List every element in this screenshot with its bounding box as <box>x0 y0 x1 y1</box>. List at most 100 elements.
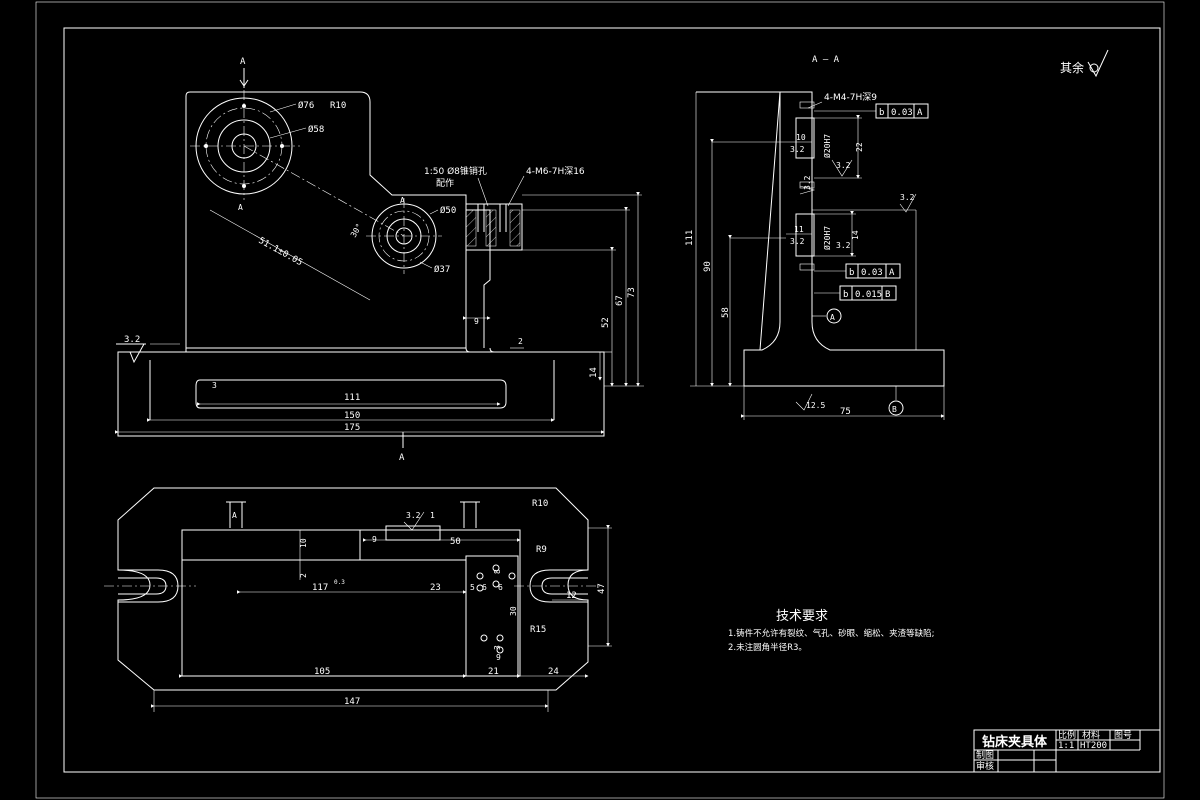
rough-s4: 3.2 <box>790 237 805 246</box>
outer-frame <box>35 1 1165 799</box>
dim-top-47: 47 <box>597 583 607 594</box>
svg-text:A: A <box>889 268 895 278</box>
dim-top-9b: 9 <box>496 653 501 662</box>
svg-text:A: A <box>917 108 923 118</box>
tech-line-1: 1.铸件不允许有裂纹、气孔、砂眼、缩松、夹渣等缺陷; <box>728 628 934 639</box>
dim-section-75: 75 <box>840 407 851 417</box>
dim-top-23: 23 <box>430 583 441 593</box>
dim-front-111: 111 <box>344 393 360 403</box>
dim-front-150: 150 <box>344 411 360 421</box>
tb-drawing-h: 图号 <box>1114 730 1132 741</box>
rough-section-125: 12.5 <box>806 401 825 410</box>
datum-b: B <box>892 405 897 414</box>
technical-requirements: 技术要求 1.铸件不允许有裂纹、气孔、砂眼、缩松、夹渣等缺陷; 2.未注圆角半径… <box>728 609 934 653</box>
dim-top-30: 30 <box>509 606 518 616</box>
dim-section-11: 11 <box>794 225 804 234</box>
svg-text:b: b <box>879 108 884 118</box>
datum-a: A <box>830 313 835 322</box>
front-view: A A 51.1±0.05 <box>115 57 644 463</box>
top-view: R10 R9 R15 10 2 9 50 3.2 1 A 117 0.3 23 … <box>104 487 612 712</box>
svg-text:0.03: 0.03 <box>861 268 883 278</box>
dim-section-90: 90 <box>703 261 713 272</box>
svg-text:3.2: 3.2 <box>900 193 915 202</box>
dim-section-22: 22 <box>855 142 864 152</box>
tolerance-frame-2: b 0.03 A <box>814 263 901 279</box>
note-taper-pin-2: 配作 <box>436 177 454 189</box>
dim-top-10: 10 <box>299 538 308 548</box>
dim-section-58: 58 <box>721 307 731 318</box>
dim-top-24: 24 <box>548 667 559 677</box>
note-taper-pin: 1:50 Ø8锥销孔 <box>424 165 487 177</box>
tb-scale: 1:1 <box>1058 741 1074 751</box>
dim-top-9: 9 <box>372 535 377 544</box>
dim-top-2: 2 <box>299 573 308 578</box>
dim-top-147: 147 <box>344 697 360 707</box>
dim-front-3: 3 <box>212 381 217 390</box>
dim-front-14: 14 <box>589 367 599 378</box>
rough-s3: 3.2 <box>803 175 812 190</box>
rough-s2: 3.2 <box>836 161 851 170</box>
svg-text:其余: 其余 <box>1060 60 1084 75</box>
dim-top-6a: 6 <box>482 583 487 592</box>
dim-angle: 30° <box>349 222 364 239</box>
dim-top-12: 12 <box>566 591 577 601</box>
svg-text:B: B <box>885 290 890 300</box>
svg-text:b: b <box>843 290 848 300</box>
rough-top-v: 1 <box>430 511 435 520</box>
dim-top-21: 21 <box>488 667 499 677</box>
tech-line-2: 2.未注圆角半径R3。 <box>728 642 807 653</box>
dim-front-9: 9 <box>474 317 479 326</box>
dim-front-175: 175 <box>344 423 360 433</box>
tb-title: 钻床夹具体 <box>982 734 1048 750</box>
dim-r10: R10 <box>330 101 346 111</box>
title-block: 钻床夹具体 比例 材料 图号 1:1 HT200 制图 审核 <box>973 729 1161 773</box>
dim-front-52: 52 <box>601 317 611 328</box>
svg-text:b: b <box>849 268 854 278</box>
dim-top-117-tol: 0.3 <box>334 579 345 586</box>
dim-section-10: 10 <box>796 133 806 142</box>
tolerance-frame-3: b 0.015 B <box>814 285 897 301</box>
section-arrow-label-bottom: A <box>399 453 405 463</box>
dim-front-67: 67 <box>615 295 625 306</box>
sec-a-top: A <box>232 511 237 520</box>
dim-top-5: 5 <box>470 583 475 592</box>
tb-material: HT200 <box>1080 741 1107 751</box>
dim-front-73: 73 <box>627 287 637 298</box>
rough-s5: 3.2 <box>836 241 851 250</box>
dim-top-3: 3 <box>493 645 502 650</box>
note-thread-front: 4-M6-7H深16 <box>526 166 585 177</box>
svg-text:A: A <box>400 196 405 205</box>
dim-top-50: 50 <box>450 537 461 547</box>
dim-d76: Ø76 <box>298 100 314 111</box>
tb-scale-h: 比例 <box>1058 729 1076 741</box>
dim-top-r15: R15 <box>530 625 546 635</box>
dim-top-8: 8 <box>493 569 502 574</box>
section-label: A — A <box>812 55 840 65</box>
dim-d37: Ø37 <box>434 264 450 275</box>
dim-top-6b: 6 <box>498 583 503 592</box>
inner-frame <box>63 27 1161 773</box>
dim-top-105: 105 <box>314 667 330 677</box>
dim-section-14: 14 <box>851 230 860 240</box>
tb-checked: 审核 <box>976 760 994 772</box>
dim-top-117: 117 <box>312 583 328 593</box>
rough-front: 3.2 <box>124 335 140 345</box>
section-view: A — A Ø20H7 Ø20H7 4-M4-7H深9 b 0.03 A <box>685 55 945 420</box>
dim-section-111: 111 <box>685 230 695 246</box>
svg-text:0.015: 0.015 <box>855 290 882 300</box>
fit-1: Ø20H7 <box>822 134 832 158</box>
tech-title: 技术要求 <box>776 609 828 624</box>
dim-front-2: 2 <box>518 337 523 346</box>
rough-s1: 3.2 <box>790 145 805 154</box>
tb-material-h: 材料 <box>1082 729 1100 741</box>
roughness-note: 其余 <box>1060 49 1109 78</box>
dim-center-distance: 51.1±0.05 <box>257 236 305 268</box>
rough-top: 3.2 <box>406 511 421 520</box>
dim-d50: Ø50 <box>440 205 456 216</box>
tb-drawn: 制图 <box>976 749 994 761</box>
section-arrow-label-top: A <box>240 57 246 67</box>
fit-2: Ø20H7 <box>822 226 832 250</box>
tolerance-frame-1: b 0.03 A <box>814 103 929 119</box>
dim-top-r10: R10 <box>532 499 548 509</box>
